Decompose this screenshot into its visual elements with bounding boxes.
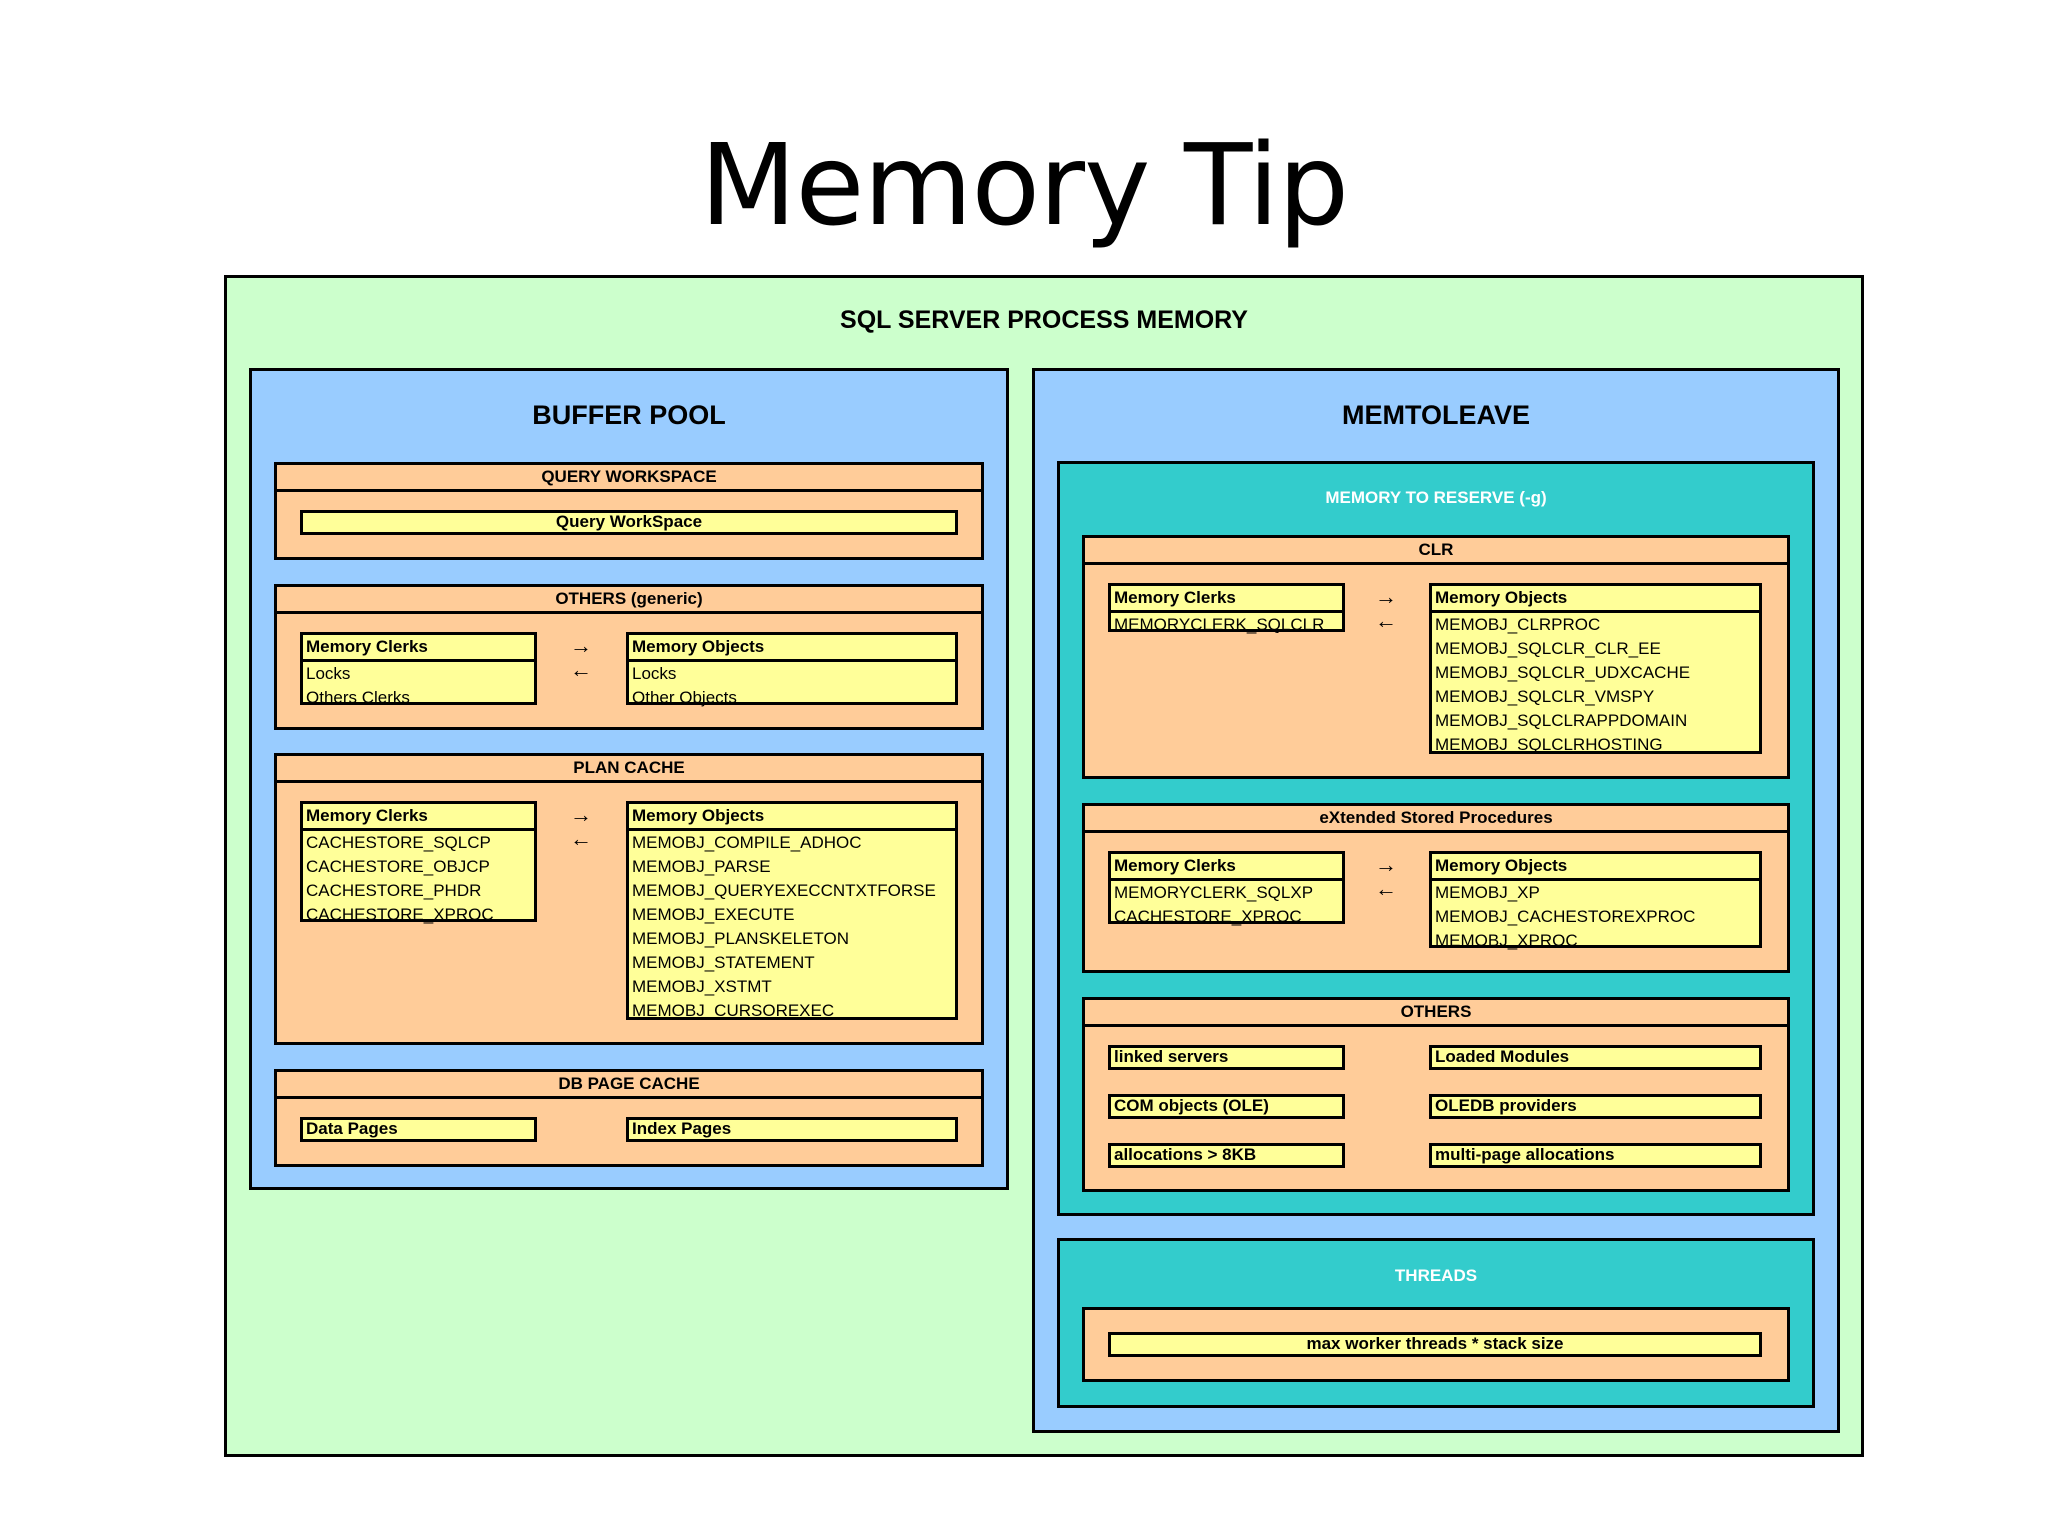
- list-item: MEMOBJ_CURSOREXEC: [632, 1001, 835, 1020]
- list-header: Memory Objects: [629, 635, 955, 662]
- process-title: SQL SERVER PROCESS MEMORY: [840, 306, 1248, 334]
- list-item: MEMOBJ_SQLCLR_CLR_EE: [1435, 639, 1661, 658]
- list-item: MEMOBJ_SQLCLRAPPDOMAIN: [1435, 711, 1688, 730]
- list-header: Memory Objects: [1432, 854, 1759, 881]
- buffer-pool-title: BUFFER POOL: [532, 400, 726, 430]
- list-item: MEMOBJ_XPROC: [1435, 931, 1578, 950]
- list-item: CACHESTORE_XPROC: [306, 905, 494, 924]
- list-item: MEMOBJ_SQLCLRHOSTING: [1435, 735, 1663, 754]
- memory-to-reserve-title: MEMORY TO RESERVE (-g): [1325, 488, 1547, 507]
- oledb-providers-item: OLEDB providers: [1429, 1094, 1762, 1119]
- others-generic-clerks-list: Memory Clerks Locks Others Clerks: [300, 632, 537, 707]
- memtoleave-title: MEMTOLEAVE: [1341, 400, 1530, 430]
- list-item: MEMOBJ_SQLCLR_UDXCACHE: [1435, 663, 1691, 682]
- others-generic-header: OTHERS (generic): [277, 587, 981, 614]
- list-item: MEMOBJ_SQLCLR_VMSPY: [1435, 687, 1655, 706]
- list-item: MEMOBJ_XSTMT: [632, 977, 772, 996]
- db-page-cache-header: DB PAGE CACHE: [277, 1072, 981, 1099]
- arrow-right-icon: →: [1375, 584, 1397, 609]
- list-header: Memory Clerks: [303, 635, 534, 662]
- memtoleave-others-header: OTHERS: [1085, 1000, 1787, 1027]
- list-item: MEMOBJ_PLANSKELETON: [632, 929, 849, 948]
- arrow-left-icon: ←: [570, 826, 592, 851]
- list-item: Locks: [632, 664, 677, 683]
- plan-cache-header: PLAN CACHE: [277, 756, 981, 783]
- arrow-right-icon: →: [570, 802, 592, 827]
- list-item: MEMORYCLERK_SQLCLR: [1114, 615, 1325, 634]
- loaded-modules-item: Loaded Modules: [1429, 1045, 1762, 1070]
- list-header: Memory Clerks: [1111, 586, 1342, 613]
- max-worker-threads-item: max worker threads * stack size: [1108, 1332, 1762, 1357]
- plan-cache-clerks-list: Memory Clerks CACHESTORE_SQLCP CACHESTOR…: [300, 801, 537, 924]
- list-item: CACHESTORE_PHDR: [306, 881, 482, 900]
- list-item: MEMOBJ_QUERYEXECCNTXTFORSE: [632, 881, 936, 900]
- list-item: MEMOBJ_STATEMENT: [632, 953, 815, 972]
- list-header: Memory Clerks: [303, 804, 534, 831]
- multi-page-allocations-item: multi-page allocations: [1429, 1143, 1762, 1168]
- query-workspace-header: QUERY WORKSPACE: [277, 465, 981, 492]
- list-item: CACHESTORE_OBJCP: [306, 857, 490, 876]
- list-item: MEMOBJ_CLRPROC: [1435, 615, 1601, 634]
- data-pages-item: Data Pages: [300, 1117, 537, 1142]
- xsp-objects-list: Memory Objects MEMOBJ_XP MEMOBJ_CACHESTO…: [1429, 851, 1762, 950]
- list-item: MEMOBJ_CACHESTOREXPROC: [1435, 907, 1696, 926]
- clr-header: CLR: [1085, 538, 1787, 565]
- others-generic-objects-list: Memory Objects Locks Other Objects: [626, 632, 958, 707]
- clr-clerks-list: Memory Clerks MEMORYCLERK_SQLCLR: [1108, 583, 1345, 634]
- linked-servers-item: linked servers: [1108, 1045, 1345, 1070]
- arrow-left-icon: ←: [1375, 876, 1397, 901]
- list-item: Other Objects: [632, 688, 737, 707]
- list-item: Locks: [306, 664, 351, 683]
- com-objects-item: COM objects (OLE): [1108, 1094, 1345, 1119]
- list-item: MEMOBJ_COMPILE_ADHOC: [632, 833, 862, 852]
- list-item: MEMOBJ_EXECUTE: [632, 905, 795, 924]
- allocations-item: allocations > 8KB: [1108, 1143, 1345, 1168]
- slide-title: Memory Tip: [699, 121, 1349, 251]
- xsp-clerks-list: Memory Clerks MEMORYCLERK_SQLXP CACHESTO…: [1108, 851, 1345, 926]
- list-item: CACHESTORE_SQLCP: [306, 833, 491, 852]
- arrow-left-icon: ←: [570, 657, 592, 682]
- extended-stored-procedures-header: eXtended Stored Procedures: [1085, 806, 1787, 833]
- list-item: MEMOBJ_PARSE: [632, 857, 771, 876]
- list-header: Memory Objects: [1432, 586, 1759, 613]
- list-item: CACHESTORE_XPROC: [1114, 907, 1302, 926]
- clr-objects-list: Memory Objects MEMOBJ_CLRPROC MEMOBJ_SQL…: [1429, 583, 1762, 754]
- plan-cache-objects-list: Memory Objects MEMOBJ_COMPILE_ADHOC MEMO…: [626, 801, 958, 1020]
- arrow-right-icon: →: [1375, 852, 1397, 877]
- list-item: Others Clerks: [306, 688, 410, 707]
- list-item: MEMOBJ_XP: [1435, 883, 1540, 902]
- list-item: MEMORYCLERK_SQLXP: [1114, 883, 1314, 902]
- list-header: Memory Clerks: [1111, 854, 1342, 881]
- threads-title: THREADS: [1394, 1266, 1478, 1285]
- query-workspace-item: Query WorkSpace: [300, 510, 958, 535]
- arrow-right-icon: →: [570, 633, 592, 658]
- index-pages-item: Index Pages: [626, 1117, 958, 1142]
- list-header: Memory Objects: [629, 804, 955, 831]
- arrow-left-icon: ←: [1375, 608, 1397, 633]
